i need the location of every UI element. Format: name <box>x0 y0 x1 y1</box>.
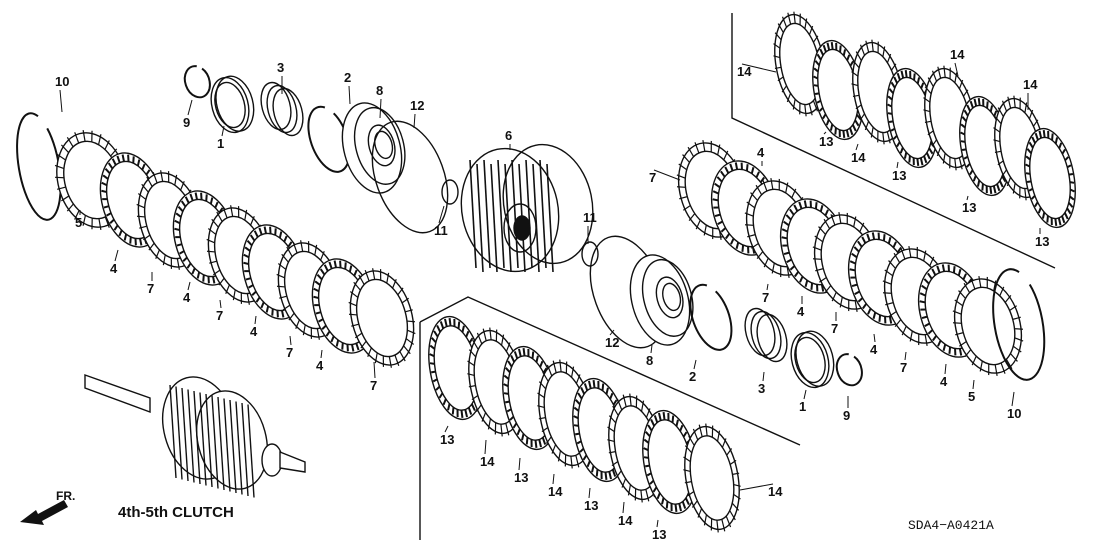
callout-p14d: 14 <box>1023 77 1038 92</box>
snap-ring-right <box>992 268 1046 381</box>
callout-p7f: 7 <box>762 290 769 305</box>
callout-p14g: 14 <box>618 513 633 528</box>
callout-p1a: 1 <box>217 136 224 151</box>
callout-p4f: 4 <box>797 304 805 319</box>
callout-p5a: 5 <box>75 215 82 230</box>
spring-retainer-1-left <box>210 75 255 134</box>
clutch-drum-6 <box>460 143 594 273</box>
lower-plate-box <box>419 296 801 446</box>
callout-p10a: 10 <box>55 74 69 89</box>
callout-p7d: 7 <box>370 378 377 393</box>
assembly-caption: 4th-5th CLUTCH <box>118 504 234 521</box>
lower-plate-14-4 <box>683 423 741 533</box>
callout-p14h: 14 <box>768 484 783 499</box>
callout-p14b: 14 <box>851 150 866 165</box>
o-ring-11-right <box>581 241 599 267</box>
callout-p2a: 2 <box>344 70 351 85</box>
callout-p4b: 4 <box>183 290 191 305</box>
o-ring-12-left <box>371 120 449 234</box>
callout-p4d: 4 <box>316 358 324 373</box>
callout-p10b: 10 <box>1007 406 1021 421</box>
callout-p13g: 13 <box>584 498 598 513</box>
diagram-code: SDA4−A0421A <box>908 518 994 533</box>
upper-disc-13-4 <box>1024 127 1076 229</box>
callout-p13e: 13 <box>440 432 454 447</box>
snap-ring-2-right <box>689 283 733 351</box>
callout-p6: 6 <box>505 128 512 143</box>
callout-p11b: 11 <box>583 210 597 225</box>
front-arrow-icon <box>20 500 68 525</box>
callout-p14e: 14 <box>480 454 495 469</box>
callout-p4e: 4 <box>757 145 765 160</box>
callout-p12b: 12 <box>605 335 619 350</box>
callout-p12a: 12 <box>410 98 424 113</box>
callout-p7a: 7 <box>147 281 154 296</box>
mainshaft-assembly <box>84 374 306 498</box>
callout-p11a: 11 <box>434 223 448 238</box>
spring-retainer-1-right <box>790 330 835 389</box>
snap-ring-9-left <box>183 65 211 99</box>
callout-p14f: 14 <box>548 484 563 499</box>
front-direction-label: FR. <box>56 489 75 503</box>
upper-plate-box <box>731 13 1056 269</box>
callout-p14c: 14 <box>950 47 965 62</box>
callout-p13c: 13 <box>962 200 976 215</box>
o-ring-11-left <box>441 179 459 205</box>
callout-p4h: 4 <box>940 374 948 389</box>
callout-p13f: 13 <box>514 470 528 485</box>
callout-p4a: 4 <box>110 261 118 276</box>
callout-p7e: 7 <box>649 170 656 185</box>
end-plate-right <box>952 276 1024 376</box>
callout-p7b: 7 <box>216 308 223 323</box>
callout-p4c: 4 <box>250 324 258 339</box>
callout-p8b: 8 <box>646 353 653 368</box>
callout-p7h: 7 <box>900 360 907 375</box>
callout-p3b: 3 <box>758 381 765 396</box>
callout-p8a: 8 <box>376 83 383 98</box>
piston-8-right <box>629 254 694 346</box>
callout-p5b: 5 <box>968 389 975 404</box>
callout-p13d: 13 <box>1035 234 1049 249</box>
callout-p13h: 13 <box>652 527 666 542</box>
callout-p1b: 1 <box>799 399 806 414</box>
return-spring-3-right <box>744 307 788 363</box>
steel-plate-left-4 <box>348 268 416 368</box>
callout-p4g: 4 <box>870 342 878 357</box>
lower-disc-13-4 <box>642 409 698 515</box>
callout-p9b: 9 <box>843 408 850 423</box>
callout-p13b: 13 <box>892 168 906 183</box>
callout-p2b: 2 <box>689 369 696 384</box>
piston-8-left <box>341 102 406 194</box>
snap-ring-9-right <box>835 353 863 387</box>
callout-p3a: 3 <box>277 60 284 75</box>
callout-p9a: 9 <box>183 115 190 130</box>
callout-p14a: 14 <box>737 64 752 79</box>
callout-p7g: 7 <box>831 321 838 336</box>
callout-p7c: 7 <box>286 345 293 360</box>
callout-p13a: 13 <box>819 134 833 149</box>
